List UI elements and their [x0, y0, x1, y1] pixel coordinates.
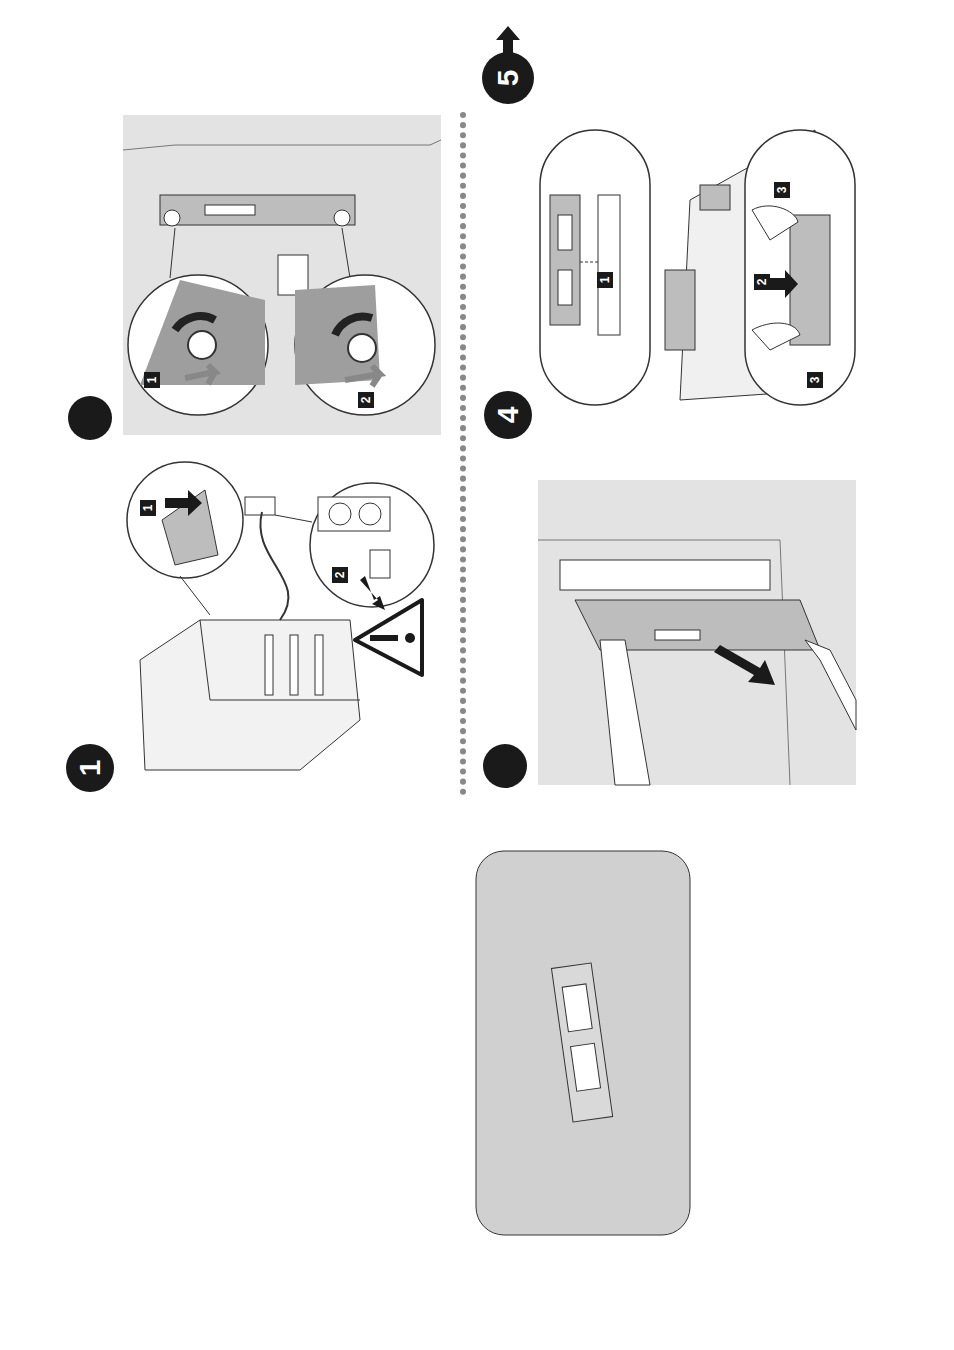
printer-edge: [123, 140, 441, 150]
warning-symbol: [355, 600, 422, 675]
step-number: 1: [75, 760, 105, 777]
memory-slot: [598, 195, 620, 335]
pull-arrow: [345, 366, 380, 386]
memory-module: [665, 270, 695, 350]
inset-plate: [295, 285, 380, 385]
step-number-circle: 4: [484, 391, 532, 439]
up-arrow: [496, 26, 520, 54]
callout-box: 2: [332, 567, 348, 583]
panel-ground: [538, 480, 856, 785]
power-off-panel: [127, 462, 434, 770]
inset: [540, 130, 650, 405]
inset: [745, 130, 855, 405]
printer-edge: [200, 620, 360, 700]
callout-number: 1: [599, 277, 611, 284]
opening: [560, 560, 770, 590]
callout-box: 1: [597, 272, 613, 288]
pull-arrow: [185, 365, 215, 384]
connector: [655, 630, 700, 640]
callout-number: 2: [756, 279, 768, 286]
slot: [265, 635, 273, 695]
panel-ground: [123, 115, 441, 435]
warning-bar: [370, 635, 398, 641]
module-board: [551, 963, 612, 1122]
screw-panel: [123, 115, 441, 435]
chip: [558, 215, 572, 250]
callout-number: 3: [809, 377, 821, 384]
inset: [127, 462, 243, 578]
socket: [359, 503, 381, 525]
hand: [752, 206, 798, 240]
pull-arrow: [714, 645, 775, 685]
step-number: 5: [493, 70, 523, 87]
slot: [315, 635, 323, 695]
inset-plate: [140, 280, 265, 385]
chip: [571, 1043, 601, 1091]
chip: [558, 270, 572, 305]
pull-arrow: [360, 576, 385, 610]
screw: [164, 210, 180, 226]
plug: [370, 550, 390, 578]
leader: [180, 576, 210, 615]
board-removal-panel: [538, 480, 856, 785]
callout-box: 3: [807, 372, 823, 388]
callout-box: 1: [140, 500, 156, 516]
inset: [295, 275, 435, 415]
hand: [600, 640, 650, 785]
callout-number: 1: [142, 505, 154, 512]
callout-number: 1: [146, 377, 158, 384]
memory-panel: [540, 130, 855, 405]
connector: [700, 185, 730, 210]
push-arrow: [165, 490, 202, 516]
outlet: [318, 497, 390, 531]
screw: [334, 210, 350, 226]
callout-box: 1: [144, 372, 160, 388]
warning-dot: [405, 633, 415, 643]
step-number: 4: [493, 407, 523, 424]
thumb-screw: [348, 334, 376, 362]
callout-box: 2: [358, 392, 374, 408]
printer-body: [140, 620, 360, 770]
memory-module: [551, 963, 612, 1122]
chip: [562, 984, 592, 1032]
separator: [460, 115, 466, 792]
callout-box: 3: [774, 182, 790, 198]
step-circle: [483, 744, 527, 788]
callout-box: 2: [754, 274, 770, 290]
push-arrow: [770, 270, 798, 298]
step-number-circle: 5: [482, 52, 534, 104]
printer-edge: [538, 540, 790, 785]
item-box: [476, 851, 690, 1235]
leader: [275, 515, 312, 522]
slot: [290, 635, 298, 695]
step-circle: [68, 396, 112, 440]
hand: [752, 323, 800, 350]
hand: [805, 640, 856, 730]
step-number-circle: 1: [66, 744, 114, 792]
leader: [342, 228, 350, 278]
callout-number: 2: [334, 572, 346, 579]
callout-number: 3: [776, 187, 788, 194]
thumb-screw: [188, 331, 216, 359]
socket: [329, 503, 351, 525]
leader: [170, 228, 175, 278]
inset: [128, 275, 268, 415]
inset: [310, 483, 434, 607]
switch: [162, 490, 218, 565]
memory-module: [790, 215, 830, 345]
connector: [205, 205, 255, 215]
turn-arrow: [175, 316, 215, 330]
guide-line: [580, 262, 598, 263]
power-cord: [260, 512, 288, 620]
turn-arrow: [335, 317, 372, 335]
power-socket: [278, 255, 308, 295]
callout-number: 2: [360, 397, 372, 404]
memory-module: [550, 195, 580, 325]
board-plate: [160, 195, 355, 225]
outlet: [245, 497, 275, 515]
